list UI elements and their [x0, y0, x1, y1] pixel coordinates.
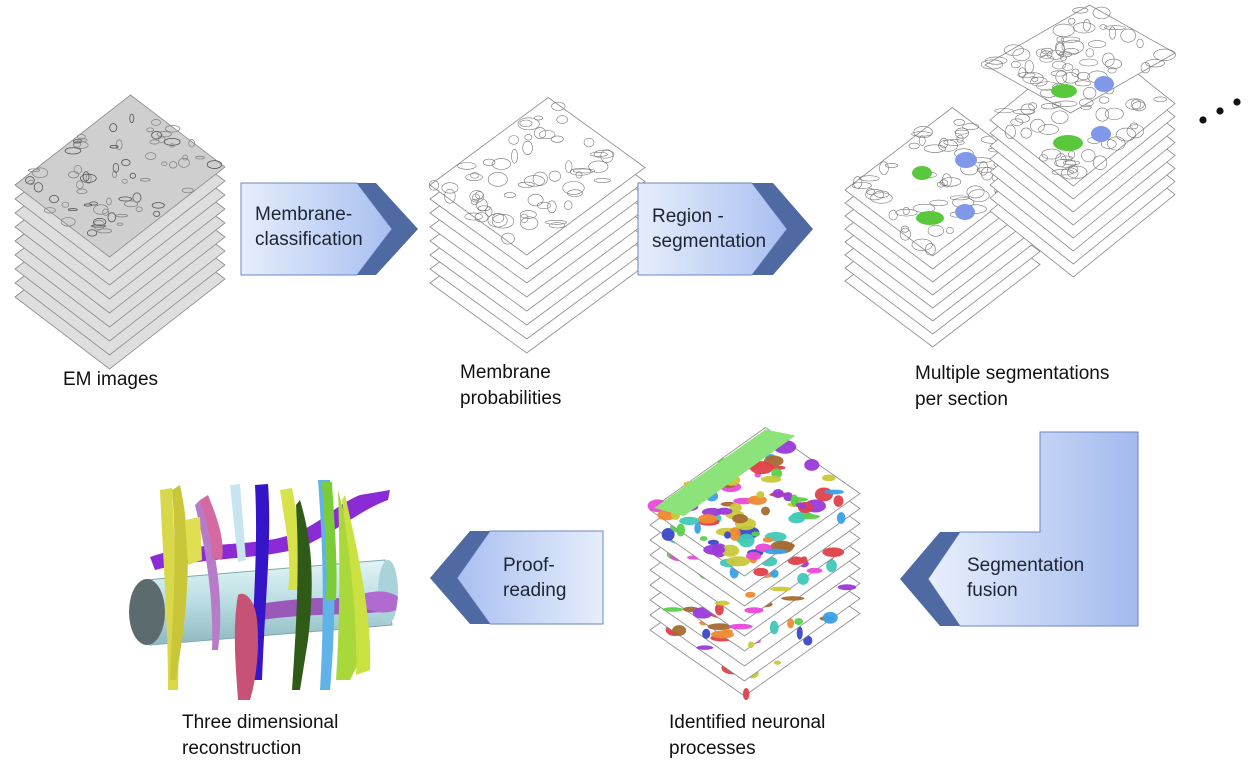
neuronal-processes-stack: [647, 427, 861, 701]
caption-em-images: EM images: [63, 367, 158, 393]
segment-region: [1091, 126, 1111, 142]
stack-sheet: [980, 4, 1176, 114]
caption-line: probabilities: [460, 388, 562, 409]
caption-line: Membrane: [460, 362, 551, 383]
segment-region: [1094, 76, 1114, 92]
arrow-label-line: fusion: [967, 580, 1018, 601]
arrow-membrane-classification: [240, 182, 418, 276]
arrow-label-membrane-classification: Membrane- classification: [255, 202, 363, 252]
segment-region: [1051, 84, 1077, 98]
arrow-label-line: classification: [255, 229, 363, 250]
segment-region: [916, 211, 944, 225]
arrow-label-region-segmentation: Region - segmentation: [652, 204, 766, 254]
arrow-label-line: Region -: [652, 206, 724, 227]
arrow-label-segmentation-fusion: Segmentation fusion: [967, 553, 1084, 603]
arrow-label-line: reading: [503, 580, 567, 601]
arrow-label-line: Segmentation: [967, 555, 1085, 576]
caption-line: reconstruction: [182, 738, 302, 759]
stack-sheet: [647, 427, 861, 577]
stack-sheet: [14, 94, 226, 258]
arrow-label-proof-reading: Proof- reading: [503, 553, 566, 603]
segment-region: [1053, 135, 1083, 151]
caption-line: processes: [669, 738, 756, 759]
three-dimensional-reconstruction-render: [129, 480, 398, 700]
segment-region: [955, 204, 975, 220]
em-image-stack: [14, 94, 226, 370]
caption-line: per section: [915, 389, 1008, 410]
caption-multiple-segmentations: Multiple segmentations per section: [915, 361, 1109, 413]
arrow-label-line: segmentation: [652, 231, 767, 252]
caption-em-images-text: EM images: [63, 369, 159, 390]
arrow-proof-reading: [430, 530, 604, 625]
caption-identified-neuronal-processes: Identified neuronal processes: [669, 710, 825, 762]
caption-membrane-probabilities: Membrane probabilities: [460, 360, 561, 412]
caption-three-dimensional-reconstruction: Three dimensional reconstruction: [182, 710, 338, 762]
caption-line: Identified neuronal: [669, 712, 826, 733]
stack-sheet: [428, 97, 646, 256]
segment-region: [955, 152, 977, 168]
caption-line: Three dimensional: [182, 712, 339, 733]
caption-line: Multiple segmentations: [915, 363, 1110, 384]
membrane-probability-stack: [428, 97, 646, 354]
arrow-label-line: Membrane-: [255, 204, 353, 225]
arrow-region-segmentation: [637, 182, 813, 276]
arrow-segmentation-fusion: [900, 431, 1139, 627]
segmentation-stack-top: [980, 4, 1176, 114]
segment-region: [912, 166, 932, 180]
arrow-label-line: Proof-: [503, 555, 555, 576]
segmentation-stack-back: [989, 32, 1176, 278]
ellipsis-dots: [1199, 98, 1241, 124]
